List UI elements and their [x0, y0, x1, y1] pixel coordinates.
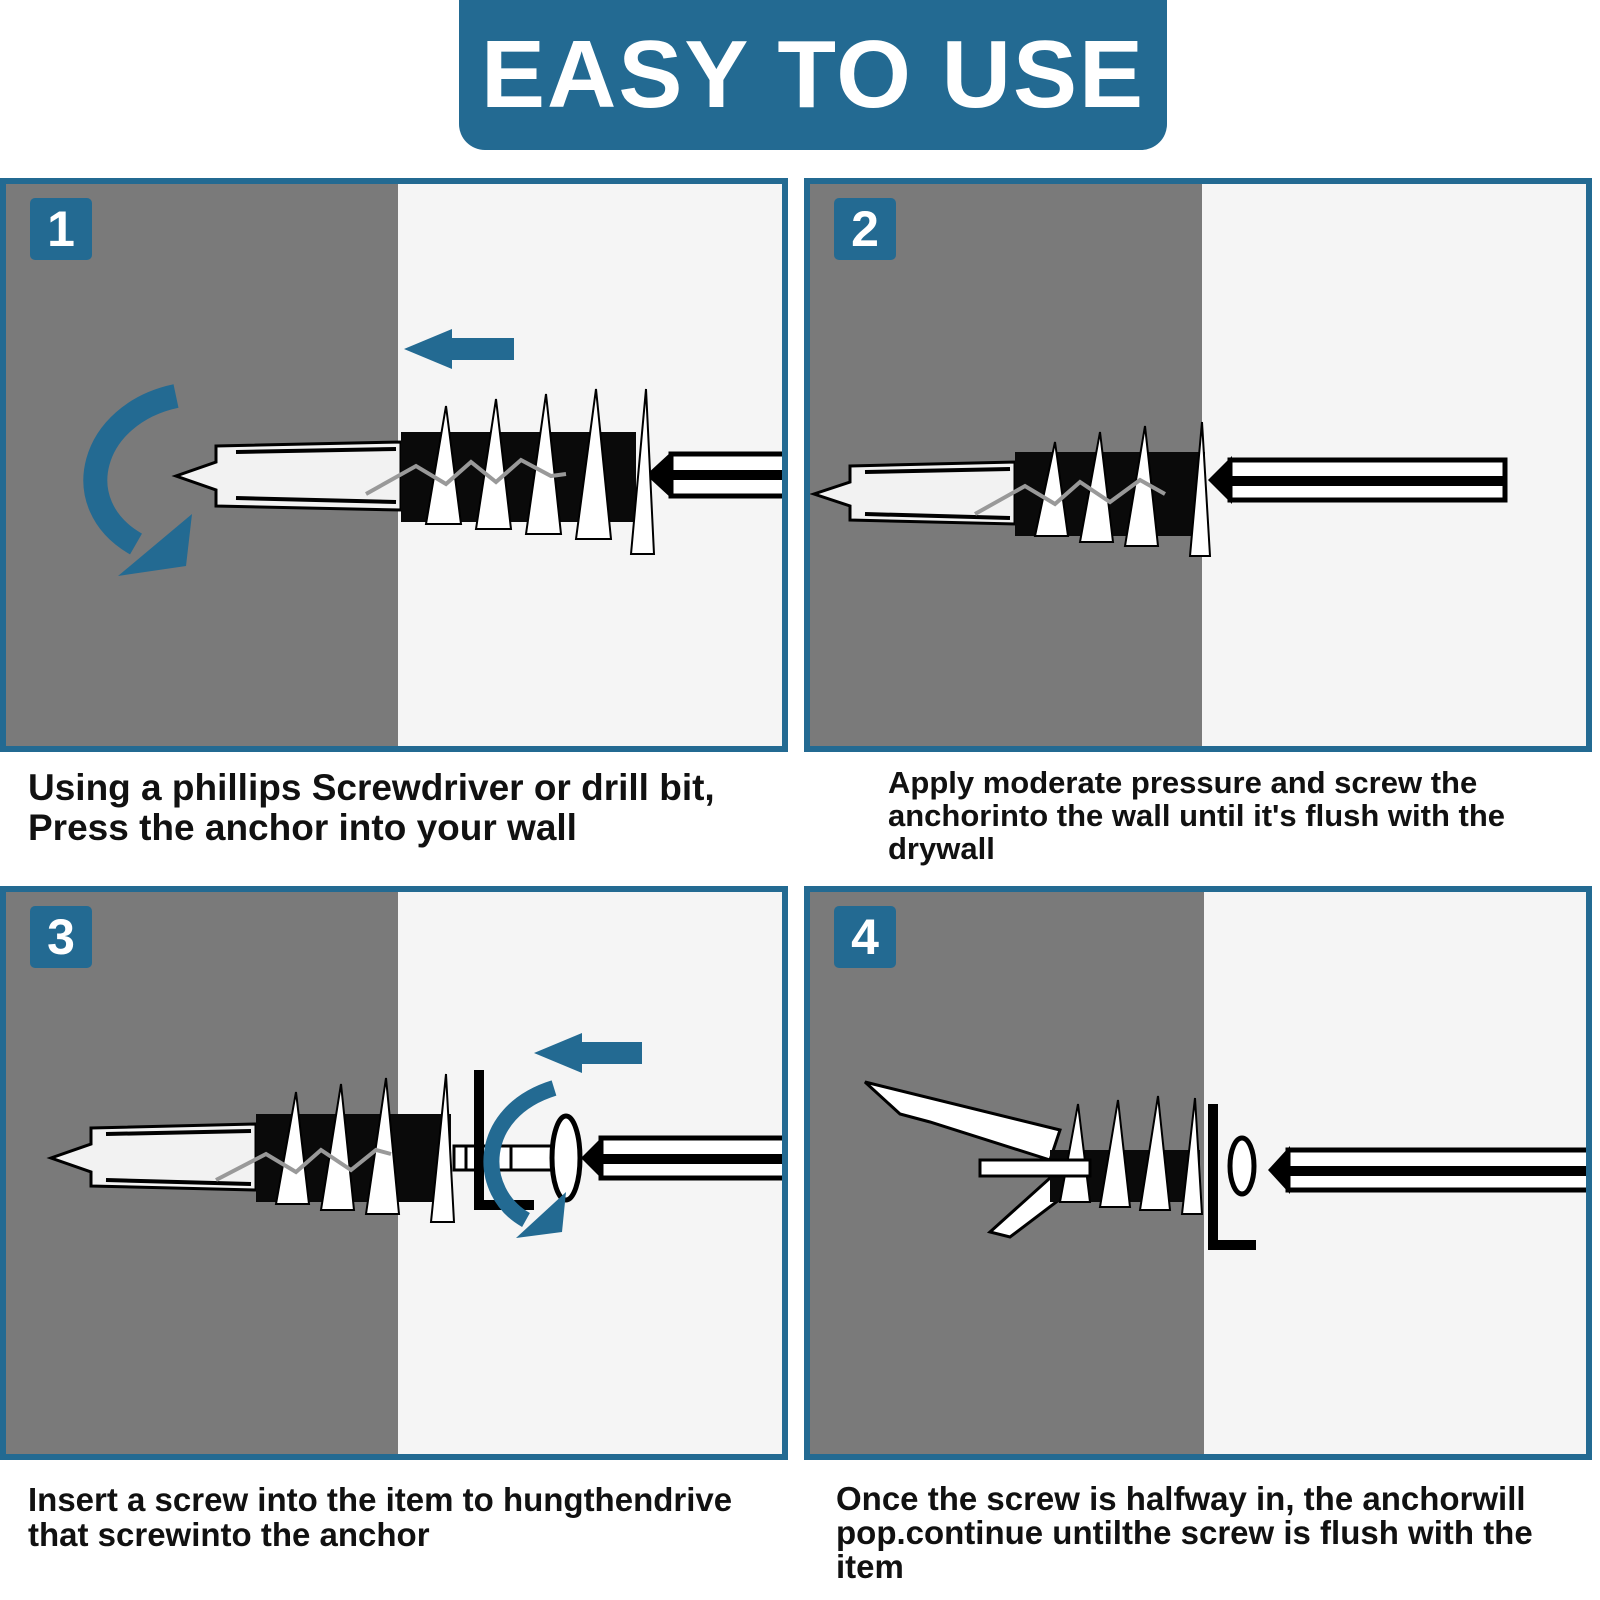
step-3-illustration	[6, 892, 782, 1454]
screw-icon	[452, 1113, 583, 1203]
screwdriver-icon	[581, 1135, 782, 1181]
push-arrow-icon	[404, 329, 514, 369]
wall-anchor-icon	[810, 421, 1212, 557]
step-4-panel: 4	[804, 886, 1592, 1460]
step-4-illustration	[810, 892, 1586, 1454]
screwdriver-icon	[1268, 1146, 1586, 1194]
title-banner: EASY TO USE	[459, 0, 1167, 150]
step-2-panel: 2	[804, 178, 1592, 752]
push-arrow-icon	[534, 1033, 642, 1073]
screw-icon	[1227, 1135, 1257, 1197]
step-3-panel: 3	[0, 886, 788, 1460]
step-3-caption: Insert a screw into the item to hungthen…	[28, 1481, 733, 1553]
step-2-illustration	[810, 184, 1508, 746]
step-1-panel: 1	[0, 178, 788, 752]
step-2-badge: 2	[834, 198, 896, 260]
step-1-caption: Using a phillips Screwdriver or drill bi…	[28, 767, 715, 848]
screwdriver-icon	[1208, 456, 1508, 504]
rotate-arrow-icon	[83, 384, 192, 576]
popped-anchor-icon	[863, 1080, 1204, 1239]
wall-anchor-icon	[46, 1073, 456, 1223]
step-2-caption: Apply moderate pressure and screw the an…	[888, 765, 1506, 866]
page-title: EASY TO USE	[481, 21, 1145, 128]
step-1-badge: 1	[30, 198, 92, 260]
step-4-caption: Once the screw is halfway in, the anchor…	[836, 1480, 1533, 1585]
item-bracket-icon	[1208, 1104, 1256, 1250]
step-4-badge: 4	[834, 906, 896, 968]
wall-anchor-icon	[171, 388, 656, 555]
screwdriver-icon	[646, 451, 782, 499]
step-3-badge: 3	[30, 906, 92, 968]
rotate-arrow-icon	[483, 1080, 566, 1238]
step-1-illustration	[6, 184, 782, 746]
